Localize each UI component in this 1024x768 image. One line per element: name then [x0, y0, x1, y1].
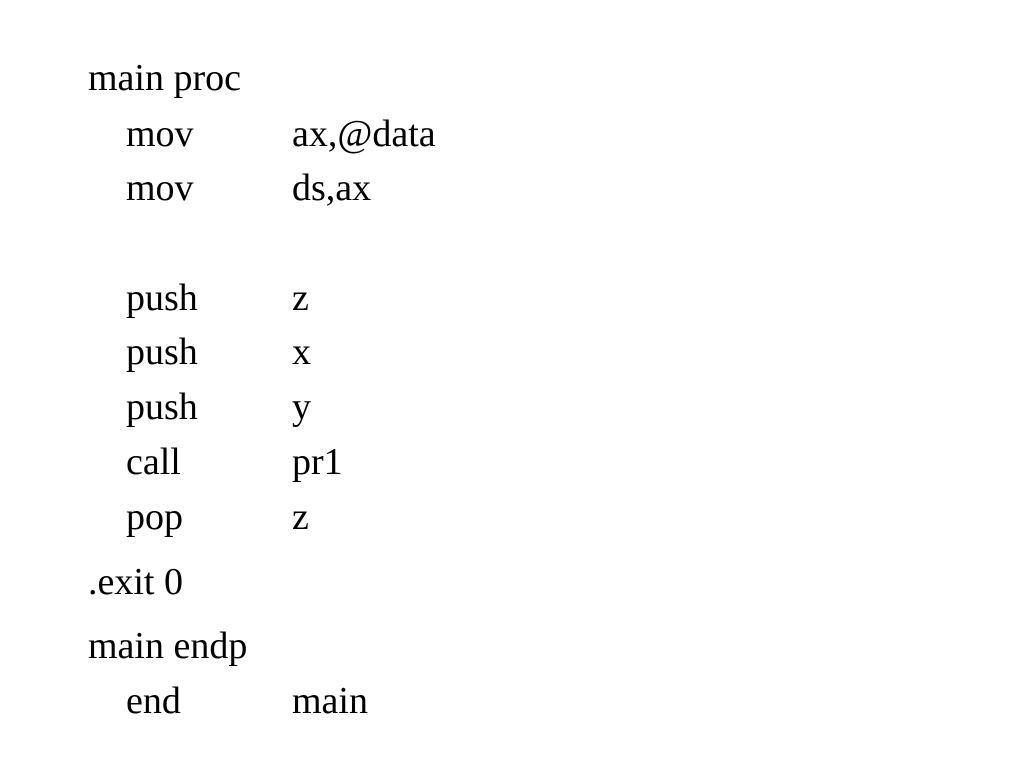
instruction-arg: pr1 [292, 441, 343, 483]
instruction-op: pop [126, 496, 183, 538]
instruction-op: mov [126, 113, 194, 155]
instruction-arg: ax,@data [292, 113, 436, 155]
instruction-op: call [126, 441, 181, 483]
instruction-arg: x [292, 331, 311, 373]
instruction-arg: y [292, 386, 311, 428]
instruction-op: end [126, 680, 181, 722]
instruction-op: push [126, 277, 198, 319]
proc-header: main proc [88, 57, 242, 99]
proc-footer: main endp [88, 625, 248, 667]
instruction-arg: z [292, 277, 309, 319]
instruction-arg: ds,ax [292, 167, 372, 209]
instruction-op: push [126, 331, 198, 373]
instruction-op: push [126, 386, 198, 428]
instruction-op: mov [126, 167, 194, 209]
instruction-arg: main [292, 680, 368, 722]
instruction-arg: z [292, 496, 309, 538]
exit-directive: .exit 0 [88, 561, 183, 603]
